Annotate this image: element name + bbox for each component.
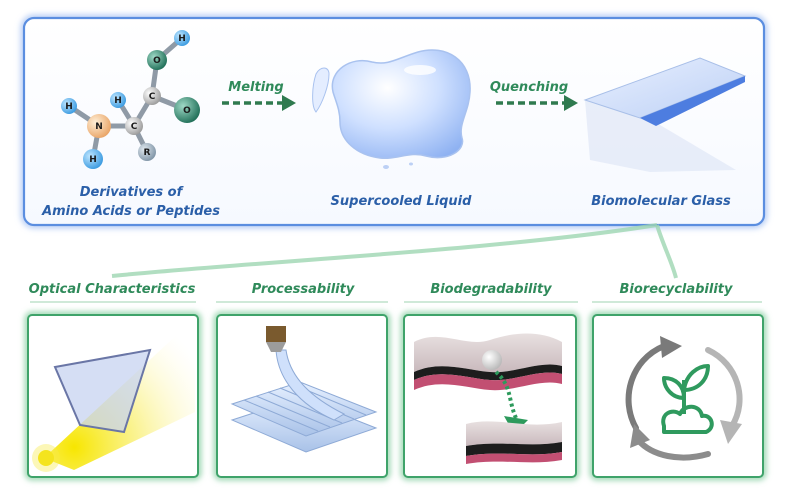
atom-label: O — [183, 106, 191, 116]
atom-label: C — [149, 92, 156, 102]
quenching-label: Quenching — [490, 80, 568, 95]
biomolecular-glass-label: Biomolecular Glass — [591, 194, 731, 209]
atom-label: R — [144, 148, 151, 158]
atom-label: H — [114, 96, 122, 106]
plant-sprout-icon — [661, 364, 714, 434]
supercooled-liquid-blob — [312, 49, 471, 169]
atom-label: O — [153, 56, 161, 66]
property-label-processability: Processability — [252, 282, 355, 297]
atom-label: N — [95, 122, 103, 132]
atom-label: C — [131, 122, 138, 132]
supercooled-liquid-label: Supercooled Liquid — [331, 194, 473, 209]
optical-box — [24, 311, 202, 481]
atom-label: H — [89, 155, 97, 165]
atom-label: H — [65, 102, 73, 112]
source-label-line1: Derivatives of — [80, 185, 185, 200]
property-label-biorecyclability: Biorecyclability — [619, 282, 733, 297]
source-label-line2: Amino Acids or Peptides — [41, 204, 220, 219]
connector-lines — [111, 223, 678, 279]
quenching-arrow — [496, 95, 578, 111]
amino-acid-molecule: H O H C O H N C R H — [61, 30, 200, 169]
biodegradability-box — [400, 311, 580, 481]
glass-sheet — [583, 57, 747, 172]
melting-label: Melting — [228, 80, 283, 95]
processability-box — [213, 311, 391, 481]
melting-arrow — [222, 95, 296, 111]
recycle-arrows-icon — [625, 336, 743, 461]
atom-label: H — [178, 34, 186, 44]
property-label-optical: Optical Characteristics — [29, 282, 196, 297]
biorecyclability-box — [589, 311, 767, 481]
property-label-biodegradability: Biodegradability — [430, 282, 552, 297]
